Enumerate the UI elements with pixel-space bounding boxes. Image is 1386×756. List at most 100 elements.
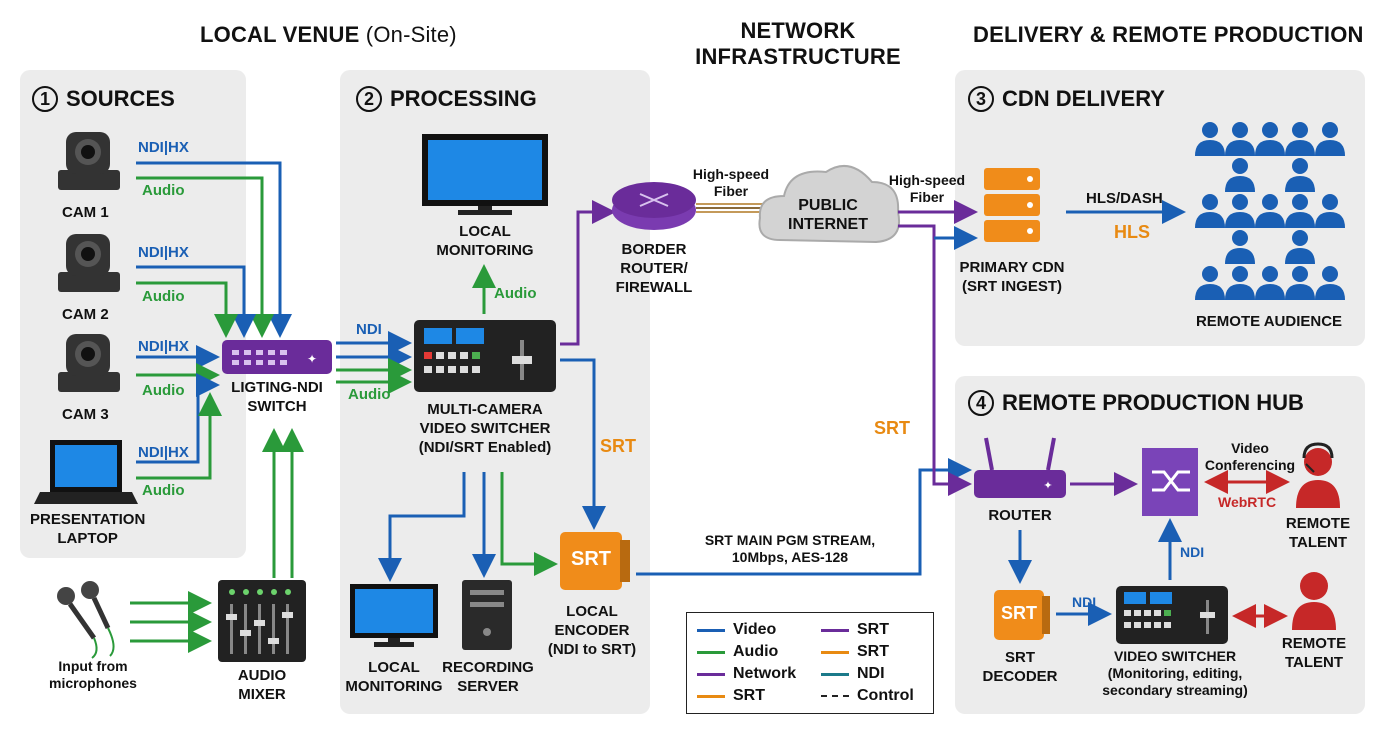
laptop-label-line1: PRESENTATION <box>30 511 146 528</box>
legend-item: Control <box>821 687 914 705</box>
processing-title: 2 PROCESSING <box>356 86 537 112</box>
cam3-ndi-label: NDI|HX <box>138 338 189 355</box>
fiber2-label-line1: High-speed <box>888 172 966 188</box>
legend-item: SRT <box>821 643 889 661</box>
decoder-label-line2: DECODER <box>982 668 1058 685</box>
decoder-badge: SRT <box>1001 603 1037 623</box>
mic-label: Input from microphones <box>40 658 146 692</box>
local-monitoring-bottom-line2: MONITORING <box>345 678 443 695</box>
video-conf-line1: Video <box>1231 440 1269 456</box>
legend-item: Audio <box>697 643 778 661</box>
laptop-label-line2: LAPTOP <box>57 530 118 547</box>
remote-hub-title: 4 REMOTE PRODUCTION HUB <box>968 390 1304 416</box>
remote-switcher-line1: VIDEO SWITCHER <box>1113 648 1237 664</box>
talent1-label-line1: REMOTE <box>1285 515 1351 532</box>
legend-item: SRT <box>821 621 889 639</box>
ndi-in-label: NDI <box>356 321 382 338</box>
cdn-title-text: CDN DELIVERY <box>1002 86 1165 111</box>
legend-item: Video <box>697 621 776 639</box>
recording-server-line2: SERVER <box>457 678 519 695</box>
network-header-line2: INFRASTRUCTURE <box>695 44 901 69</box>
laptop-audio-label: Audio <box>142 482 185 499</box>
remote-switcher-label: VIDEO SWITCHER (Monitoring, editing, sec… <box>1086 648 1264 699</box>
encoder-label: LOCAL ENCODER (NDI to SRT) <box>540 602 644 659</box>
mic-label-line2: microphones <box>49 675 137 691</box>
border-router-line3: FIREWALL <box>615 279 693 296</box>
video-conf-label: Video Conferencing <box>1200 440 1300 474</box>
talent2-label: REMOTE TALENT <box>1272 634 1356 672</box>
encoder-label-line2: ENCODER <box>554 622 630 639</box>
cdn-title: 3 CDN DELIVERY <box>968 86 1165 112</box>
sources-panel <box>20 70 246 558</box>
primary-cdn-line2: (SRT INGEST) <box>962 278 1062 295</box>
cam2-ndi-label: NDI|HX <box>138 244 189 261</box>
router-label: ROUTER <box>988 507 1052 524</box>
cloud-label-line1: PUBLIC <box>798 197 858 214</box>
audio-in-label: Audio <box>348 386 391 403</box>
cam3-label: CAM 3 <box>62 406 109 423</box>
cam1-label: CAM 1 <box>62 204 109 221</box>
fiber2-label: High-speed Fiber <box>882 172 972 206</box>
switch-label-line1: LIGTING-NDI <box>231 379 323 396</box>
legend-swatch <box>697 672 725 676</box>
legend-label: SRT <box>857 643 889 660</box>
switcher-label-line2: VIDEO SWITCHER <box>419 420 551 437</box>
microphone-icon <box>57 581 115 659</box>
recording-server-line1: RECORDING <box>442 659 534 676</box>
mic-label-line1: Input from <box>58 658 128 674</box>
stream-label: SRT MAIN PGM STREAM, 10Mbps, AES-128 <box>690 532 890 566</box>
audio-up-label: Audio <box>494 285 537 302</box>
processing-title-text: PROCESSING <box>390 86 537 111</box>
stream-label-line2: 10Mbps, AES-128 <box>731 549 849 565</box>
cam1-ndi-label: NDI|HX <box>138 139 189 156</box>
mixer-label-line2: MIXER <box>238 686 286 703</box>
audience-label: REMOTE AUDIENCE <box>1195 313 1343 330</box>
legend-swatch <box>821 650 849 654</box>
hls-dash-label: HLS/DASH <box>1086 190 1163 207</box>
legend-label: SRT <box>857 621 889 638</box>
fiber1-label-line1: High-speed <box>692 166 770 182</box>
encoder-badge: SRT <box>571 548 611 570</box>
local-monitoring-bottom-line1: LOCAL <box>368 659 420 676</box>
section-number-4: 4 <box>968 390 994 416</box>
legend-item: Network <box>697 665 796 683</box>
decoder-label: SRT DECODER <box>974 648 1066 686</box>
talent1-label-line2: TALENT <box>1288 534 1348 551</box>
remote-switcher-line2: (Monitoring, editing, <box>1107 665 1243 681</box>
cloud-label: PUBLIC INTERNET <box>776 196 880 234</box>
legend-label: NDI <box>857 665 885 682</box>
remote-hub-title-text: REMOTE PRODUCTION HUB <box>1002 390 1304 415</box>
network-header: NETWORK INFRASTRUCTURE <box>690 18 906 70</box>
ndi-right-label: NDI <box>1072 594 1097 610</box>
remote-switcher-line3: secondary streaming) <box>1102 682 1248 698</box>
legend-swatch <box>697 628 725 632</box>
sources-title-text: SOURCES <box>66 86 175 111</box>
legend-label: Control <box>857 687 914 704</box>
talent2-label-line2: TALENT <box>1284 654 1344 671</box>
switcher-label: MULTI-CAMERA VIDEO SWITCHER (NDI/SRT Ena… <box>396 400 574 457</box>
mixer-label: AUDIO MIXER <box>218 666 306 704</box>
local-venue-title: LOCAL VENUE <box>200 22 360 47</box>
hls-label: HLS <box>1114 222 1150 242</box>
local-venue-subtitle: (On-Site) <box>365 22 457 47</box>
recording-server-label: RECORDING SERVER <box>440 658 536 696</box>
remote-hub-panel <box>955 376 1365 714</box>
audio-mixer-icon <box>218 580 306 662</box>
legend-swatch <box>821 628 849 632</box>
webrtc-label: WebRTC <box>1218 494 1277 510</box>
decoder-label-line1: SRT <box>1005 649 1035 666</box>
talent1-label: REMOTE TALENT <box>1276 514 1360 552</box>
switcher-label-line1: MULTI-CAMERA <box>427 401 543 418</box>
legend-swatch <box>697 650 725 654</box>
legend-swatch <box>697 694 725 698</box>
legend-swatch <box>821 695 849 697</box>
legend: Video Audio Network SRT SRT SRT NDI Cont… <box>686 612 934 714</box>
section-number-1: 1 <box>32 86 58 112</box>
local-monitoring-bottom-label: LOCAL MONITORING <box>342 658 446 696</box>
legend-label: Audio <box>733 643 779 660</box>
encoder-label-line1: LOCAL <box>566 603 618 620</box>
cloud-label-line2: INTERNET <box>788 216 868 233</box>
srt-network-label: SRT <box>874 418 910 438</box>
border-router-line1: BORDER <box>621 241 687 258</box>
border-router-line2: ROUTER/ <box>620 260 688 277</box>
